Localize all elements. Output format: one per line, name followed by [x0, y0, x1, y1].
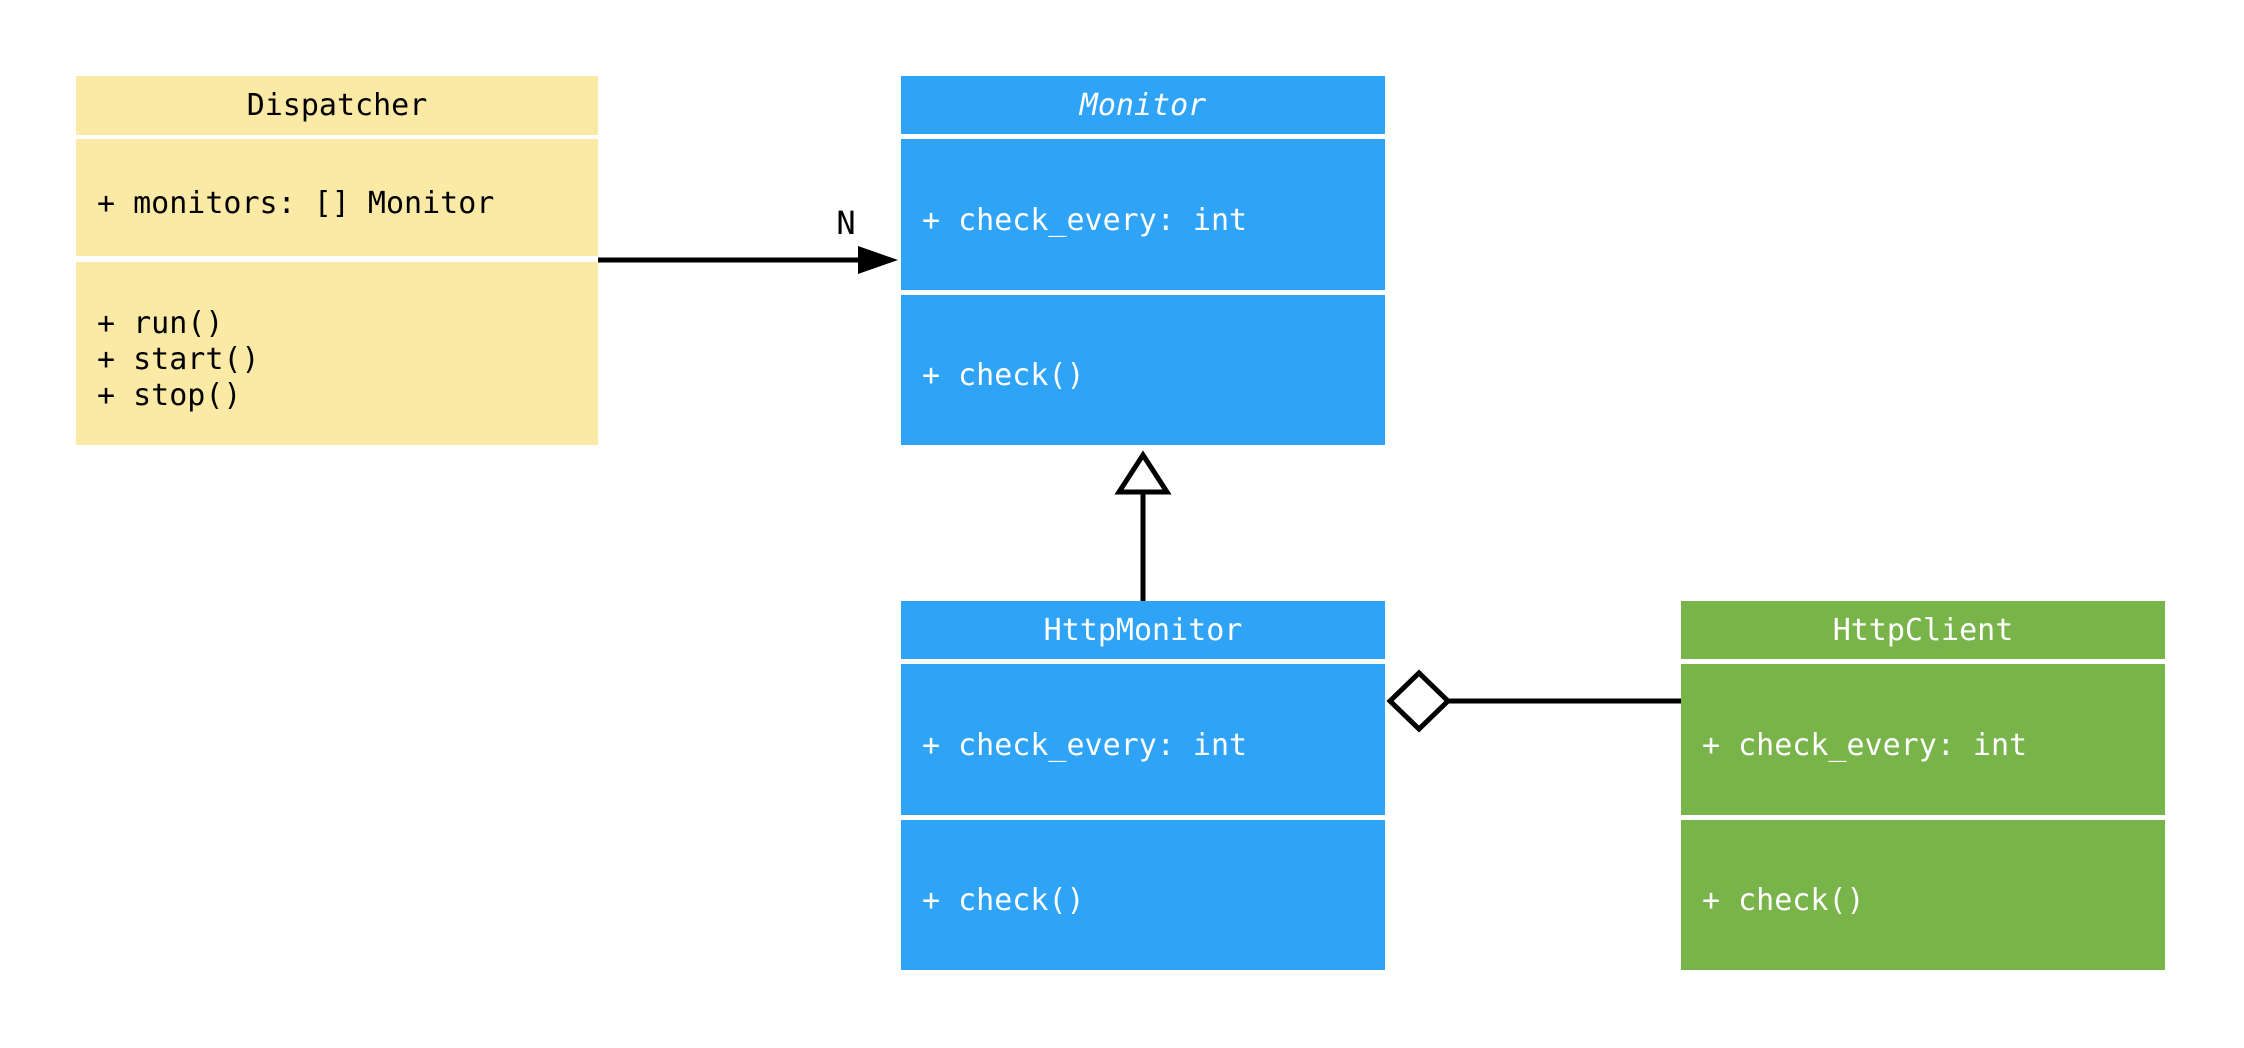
class-methods: + check() [901, 820, 1385, 970]
class-methods: + check() [1681, 820, 2165, 970]
class-attributes: + check_every: int [901, 139, 1385, 290]
class-title: HttpMonitor [901, 601, 1385, 659]
class-attributes: + monitors: [] Monitor [76, 139, 598, 256]
association-arrowhead-icon [858, 246, 898, 274]
attribute-line: + monitors: [] Monitor [97, 185, 495, 221]
attribute-line: + check_every: int [1702, 727, 2028, 763]
inheritance-triangle-icon [1114, 450, 1172, 495]
method-line: + check() [922, 883, 1085, 918]
class-box-monitor: Monitor + check_every: int + check() [901, 76, 1385, 445]
class-methods: + run() + start() + stop() [76, 262, 598, 445]
method-line: + start() [97, 341, 260, 377]
class-attributes: + check_every: int [1681, 664, 2165, 815]
class-attributes: + check_every: int [901, 664, 1385, 815]
class-methods: + check() [901, 295, 1385, 445]
class-title: Dispatcher [76, 76, 598, 135]
multiplicity-label: N [836, 204, 856, 242]
association-dispatcher-monitor [598, 246, 898, 274]
attribute-line: + check_every: int [922, 727, 1248, 763]
class-box-httpmonitor: HttpMonitor + check_every: int + check() [901, 601, 1385, 970]
method-line: + run() [97, 305, 224, 341]
attribute-line: + check_every: int [922, 202, 1248, 238]
class-box-httpclient: HttpClient + check_every: int + check() [1681, 601, 2165, 970]
method-line: + check() [1702, 883, 1865, 918]
class-title: HttpClient [1681, 601, 2165, 659]
aggregation-httpmonitor-httpclient [1386, 669, 1681, 733]
class-box-dispatcher: Dispatcher + monitors: [] Monitor + run(… [76, 76, 598, 445]
class-title: Monitor [901, 76, 1385, 134]
inheritance-httpmonitor-monitor [1114, 450, 1172, 601]
method-line: + check() [922, 358, 1085, 393]
aggregation-diamond-icon [1386, 669, 1452, 733]
method-line: + stop() [97, 377, 242, 413]
